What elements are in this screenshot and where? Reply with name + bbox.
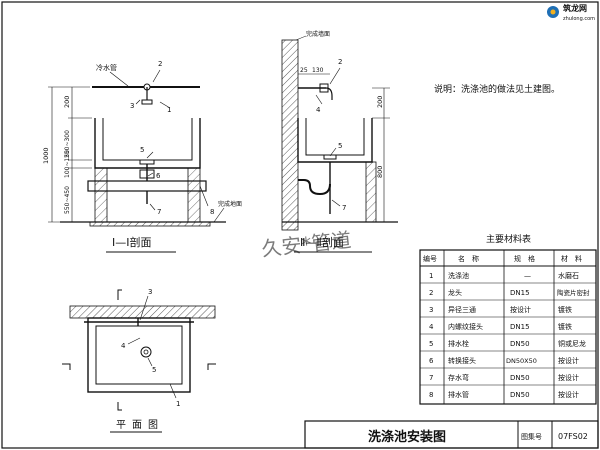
cell: 排水管 [448, 390, 469, 399]
cell: 1 [429, 272, 433, 280]
logo: 筑龙网 zhulong.com [547, 3, 595, 22]
section-1-title: Ⅰ—Ⅰ剖面 [112, 235, 152, 249]
cell: 8 [429, 391, 433, 399]
cell: DN50 [510, 340, 530, 348]
table-title: 主要材料表 [486, 233, 531, 245]
cell: 陶瓷片密封 [557, 288, 590, 297]
label-finished-floor: 完成地面 [218, 200, 242, 208]
atlas-label: 图集号 [521, 432, 542, 441]
plan-callout-5: 5 [152, 366, 156, 374]
title-block: 洗涤池安装图 图集号 07FS02 [304, 420, 599, 449]
th-no: 编号 [423, 254, 437, 263]
watermark: 久安*管道 [260, 228, 352, 261]
cell: 镀铁 [558, 305, 572, 314]
section-1-1: 冷水管 2 3 1 5 6 7 8 完成地面 1000 200 250~300 … [42, 60, 242, 253]
cell: 内螺纹接头 [448, 322, 483, 331]
dim-200b: 200 [376, 96, 384, 108]
cell: 4 [429, 323, 434, 331]
dim-250-300: 250~300 [64, 130, 71, 158]
cell: 水磨石 [558, 271, 579, 280]
cell: 按设计 [558, 390, 579, 399]
callout-1: 1 [167, 106, 171, 114]
dim-25: 25 [300, 67, 308, 74]
callout-2: 2 [158, 60, 162, 68]
plan-callout-3: 3 [148, 288, 152, 296]
atlas-code: 07FS02 [558, 432, 588, 441]
cell: 按设计 [510, 305, 531, 314]
note-text: 说明：洗涤池的做法见土建图。 [434, 83, 560, 95]
cell: DN50 [510, 374, 530, 382]
cell: DN50 [510, 391, 530, 399]
cell: 按设计 [558, 356, 579, 365]
callout-2b: 2 [338, 58, 342, 66]
cell: DN50X50 [506, 357, 537, 365]
th-spec: 规 格 [514, 254, 535, 263]
cell: 龙头 [448, 288, 462, 297]
cell: 按设计 [558, 373, 579, 382]
callout-8: 8 [210, 208, 214, 216]
cell: 3 [429, 306, 433, 314]
cell: 7 [429, 374, 433, 382]
callout-6: 6 [156, 172, 161, 180]
cell: 排水栓 [448, 339, 469, 348]
th-material: 材 料 [561, 254, 582, 263]
plan-view: 3 4 5 1 平面图 [62, 288, 216, 433]
dim-800: 800 [376, 166, 384, 178]
dim-130: 130 [312, 67, 324, 74]
cell: 镀铁 [558, 322, 572, 331]
section-2-2: 完成墙面 25 130 2 4 5 7 200 800 Ⅱ—Ⅱ剖面 [281, 30, 398, 253]
drawing-title: 洗涤池安装图 [368, 429, 446, 445]
cell: DN15 [510, 323, 530, 331]
cell: — [524, 272, 531, 280]
material-table: 主要材料表 编号 名 称 规 格 材 料 1 洗涤池 — 水磨石 2 龙头 DN… [419, 233, 597, 405]
logo-name: 筑龙网 [563, 3, 587, 13]
cell: 存水弯 [448, 373, 469, 382]
callout-7b: 7 [342, 204, 346, 212]
callout-7: 7 [157, 208, 161, 216]
dim-100-150: 100~150 [64, 150, 71, 178]
logo-url: zhulong.com [563, 16, 595, 22]
label-finished-wall: 完成墙面 [306, 30, 330, 38]
cell: 转换接头 [448, 356, 476, 365]
dim-1000: 1000 [42, 147, 50, 164]
plan-callout-4: 4 [121, 342, 126, 350]
dim-550-450: 550~450 [64, 186, 71, 214]
cell: 5 [429, 340, 433, 348]
plan-title: 平面图 [116, 419, 164, 431]
cell: 异径三通 [448, 305, 476, 314]
dim-200: 200 [63, 96, 71, 108]
cell: DN15 [510, 289, 530, 297]
th-name: 名 称 [458, 254, 479, 263]
cell: 洗涤池 [448, 271, 469, 280]
callout-4: 4 [316, 106, 321, 114]
label-cold-pipe: 冷水管 [96, 63, 117, 72]
callout-3: 3 [130, 102, 134, 110]
plan-callout-1: 1 [176, 400, 180, 408]
callout-5b: 5 [338, 142, 342, 150]
cell: 2 [429, 289, 433, 297]
callout-5: 5 [140, 146, 144, 154]
cell: 6 [429, 357, 434, 365]
cell: 铜或尼龙 [558, 339, 586, 348]
section-2-title: Ⅱ—Ⅱ剖面 [300, 235, 344, 249]
